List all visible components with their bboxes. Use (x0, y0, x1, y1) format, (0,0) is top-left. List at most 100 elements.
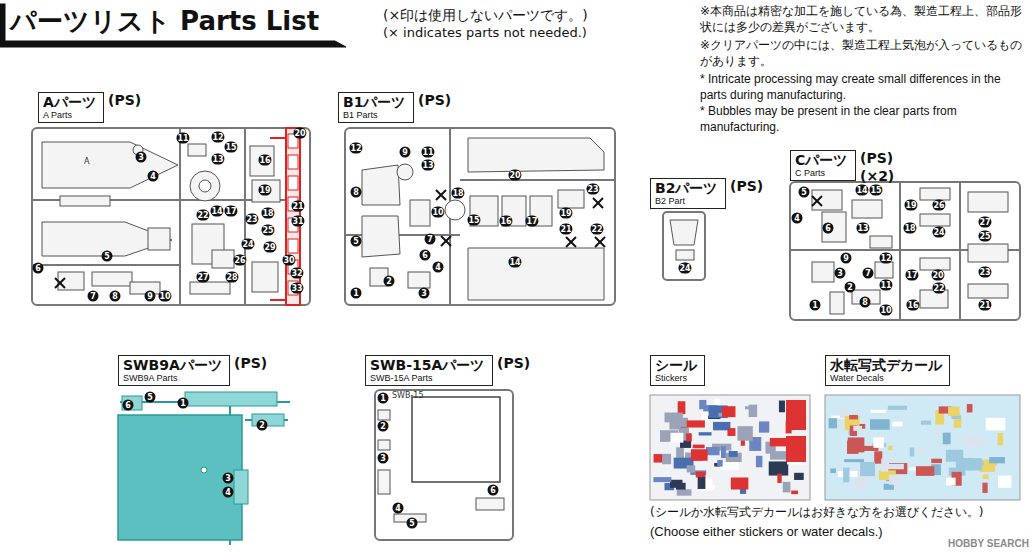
callout-number: 3 (136, 152, 147, 163)
decal-mark (874, 451, 882, 463)
part-shape (408, 272, 430, 288)
decal-mark (910, 447, 914, 456)
callout-number: 5 (799, 187, 810, 198)
callout-number: 19 (258, 185, 271, 196)
part-group-label: B1パーツB1 Parts(PS) (338, 92, 414, 123)
decal-mark (998, 433, 1004, 445)
decal-mark (699, 400, 706, 409)
callout-number: 11 (176, 133, 189, 144)
decal-mark (843, 468, 849, 483)
callout-number: 17 (905, 270, 918, 281)
red-part (288, 155, 298, 169)
callout-number: 1 (810, 300, 821, 311)
part-shape (822, 212, 846, 242)
decal-mark (698, 477, 706, 489)
callout-number: 23 (586, 184, 599, 195)
callout-number: 28 (225, 272, 238, 283)
callout-number: 13 (421, 160, 434, 171)
callout-number: 24 (678, 263, 691, 274)
callout-number: 29 (263, 242, 276, 253)
part-shape (250, 146, 274, 176)
callout-number: 21 (978, 300, 991, 311)
part-shape (670, 220, 698, 245)
part-shape (199, 180, 211, 192)
sprue-frame (32, 128, 310, 305)
callout-number: 19 (559, 208, 572, 219)
callout-number: 6 (33, 263, 44, 274)
callout-number: 25 (978, 231, 991, 242)
decal-mark (881, 459, 888, 472)
callout-number: 8 (110, 291, 121, 302)
decal-mark (769, 461, 788, 475)
unused-cross (593, 198, 603, 208)
part-group-label: AパーツA Parts(PS) (38, 92, 104, 123)
decal-mark (737, 426, 752, 441)
decal-mark (745, 406, 752, 409)
callout-number: 31 (291, 216, 304, 227)
decal-mark (943, 433, 951, 445)
part-shape (252, 262, 278, 292)
callout-number: 4 (393, 503, 404, 514)
part-shape (378, 470, 390, 494)
callout-number: 15 (869, 185, 882, 196)
decal-mark (888, 446, 892, 451)
part-shape (60, 196, 110, 206)
decal-mark (779, 401, 785, 413)
decal-mark (919, 447, 924, 453)
part-group-name: SWB-15Aパーツ (370, 357, 487, 373)
callout-number: 10 (158, 291, 171, 302)
callout-number: 19 (904, 200, 917, 211)
callout-number: 22 (196, 210, 209, 221)
callout-number: 22 (590, 224, 603, 235)
callout-number: 12 (349, 143, 362, 154)
part-group-label: SWB-15AパーツSWB-15A Parts(PS) (365, 355, 493, 386)
decal-mark (998, 476, 1011, 488)
decal-mark (678, 401, 686, 414)
decal-mark (696, 472, 706, 478)
decal-mark (653, 477, 671, 482)
decal-mark (729, 451, 738, 457)
watermark: HOBBY SEARCH (948, 537, 1029, 550)
callout-number: 9 (400, 147, 411, 158)
decal-mark (849, 415, 858, 419)
part-shape (190, 282, 230, 294)
part-group-name-en: B2 Part (655, 196, 720, 206)
part-group-label: CパーツC Parts(PS)(×2) (790, 150, 856, 181)
clear-part (185, 392, 277, 406)
part-group-label: SWB9AパーツSWB9A Parts(PS) (118, 355, 230, 386)
decal-mark (686, 434, 692, 442)
decal-mark (889, 475, 899, 485)
unused-cross (812, 196, 822, 206)
clear-hole (201, 467, 207, 473)
part-group-name-en: SWB-15A Parts (370, 373, 487, 383)
callout-number: 16 (499, 216, 512, 227)
sticker-sheet (650, 395, 810, 500)
part-group-name: Cパーツ (795, 152, 850, 168)
callout-number: 6 (420, 250, 431, 261)
note-text: (シールか水転写式デカールはお好きな方をお選びください。) (650, 505, 983, 521)
runner-line (460, 179, 615, 181)
unused-cross (812, 196, 822, 206)
callout-number: 26 (932, 200, 945, 211)
decal-mark (873, 437, 884, 447)
callout-number: 11 (421, 147, 434, 158)
clear-part (122, 396, 142, 410)
callout-number: 20 (931, 270, 944, 281)
part-shape (378, 440, 390, 450)
callout-number: 18 (451, 188, 464, 199)
decal-mark (791, 491, 798, 495)
callout-number: 2 (845, 282, 856, 293)
unused-cross (55, 278, 65, 288)
callout-number: 11 (879, 280, 892, 291)
part-group-name: 水転写式デカール (830, 357, 944, 373)
callout-number: 2 (378, 421, 389, 432)
sprue-frame (375, 390, 513, 540)
material-code: (PS) (497, 355, 530, 371)
callout-number: 1 (378, 393, 389, 404)
callout-number: 1 (351, 288, 362, 299)
part-shape (252, 180, 280, 202)
callout-number: 23 (245, 214, 258, 225)
part-shape (870, 236, 892, 248)
part-shape (852, 200, 882, 218)
callout-number: 6 (488, 485, 499, 496)
